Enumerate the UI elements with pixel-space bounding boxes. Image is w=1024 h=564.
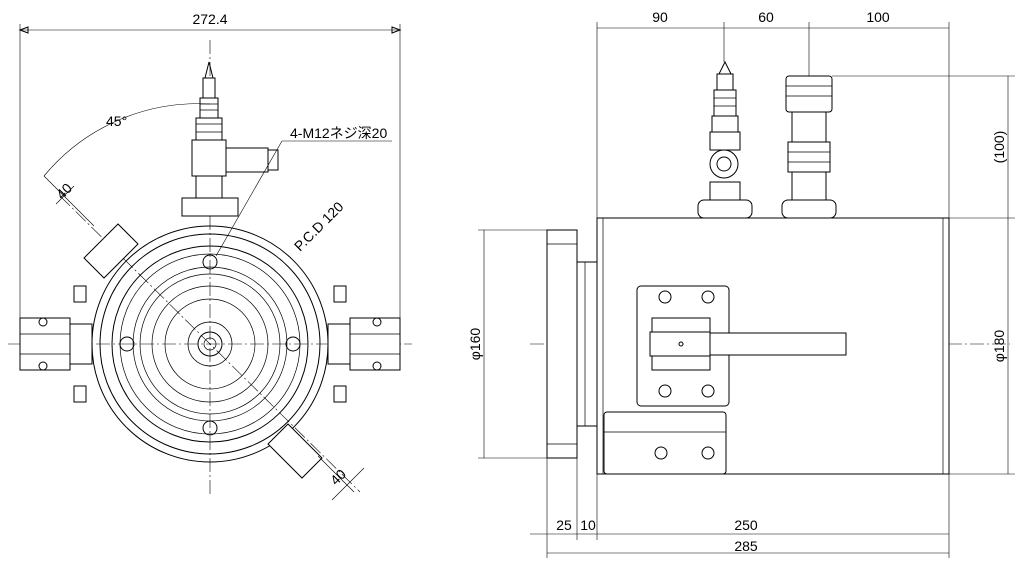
dim-bottom-285: 285 [734,538,758,554]
dim-front-width: 272.4 [192,11,227,27]
dim-top-60: 60 [758,9,774,25]
dim-dia-180: φ180 [991,330,1007,363]
side-view: 90 60 100 (100) φ160 φ180 25 10 250 285 [467,9,1015,558]
dim-bottom-250: 250 [734,517,758,533]
pcd-label: P.C.D 120 [291,198,347,254]
dim-top-100: 100 [866,9,890,25]
dim-bottom-25: 25 [556,517,572,533]
dim-dia-160: φ160 [467,328,483,361]
front-view: 272.4 45° 4-M12ネジ深20 P.C.D 120 40 40 [8,11,412,501]
dim-height-100: (100) [991,131,1007,164]
dim-top-90: 90 [652,9,668,25]
dim-port-right: 40 [327,466,349,488]
dim-angle: 45° [106,113,127,129]
thread-note: 4-M12ネジ深20 [290,125,387,141]
dim-port-left: 40 [53,180,75,202]
dim-bottom-10: 10 [580,517,596,533]
